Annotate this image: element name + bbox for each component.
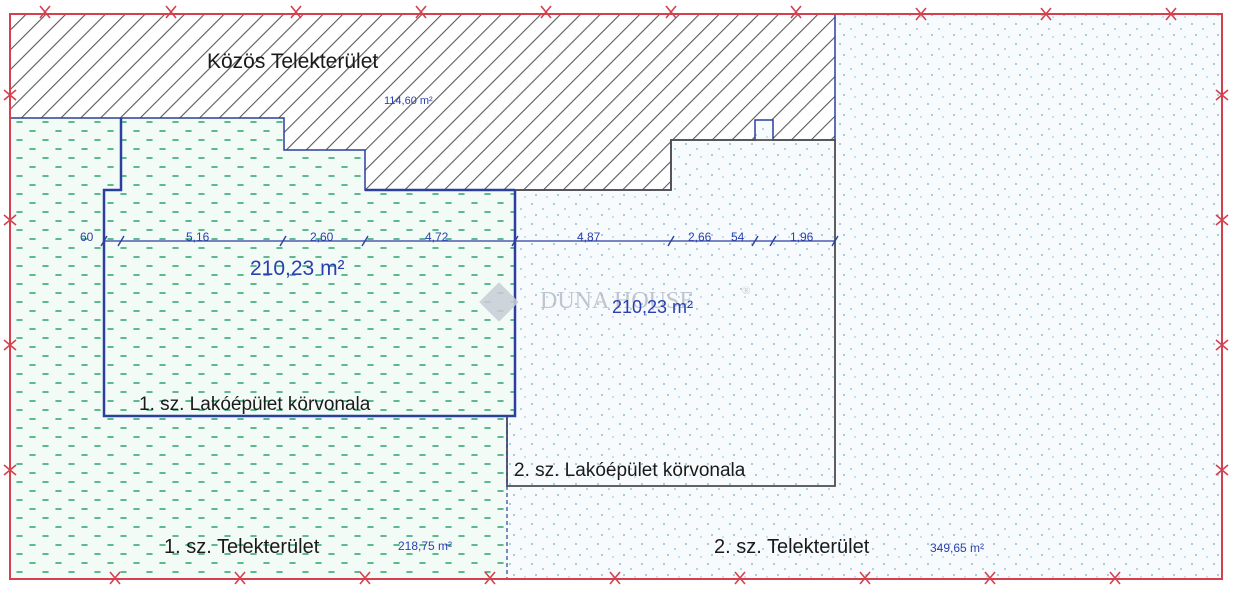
plot-2-label: 2. sz. Telekterület bbox=[714, 536, 870, 558]
dimension-ticks bbox=[100, 235, 839, 247]
building-1-label: 1. sz. Lakóépület körvonala bbox=[139, 394, 371, 415]
watermark-logo bbox=[479, 282, 519, 322]
building-1-outline bbox=[102, 118, 517, 418]
plot-1-area bbox=[10, 118, 515, 579]
plot-1-area-value: 218,75 m² bbox=[398, 539, 452, 553]
boundary-markers bbox=[3, 5, 1229, 585]
building-1-area: 210,23 m² bbox=[250, 257, 345, 280]
dimension-value-5: 4,87 bbox=[577, 230, 601, 244]
plot-2-area-value: 349,65 m² bbox=[930, 541, 984, 555]
dimension-value-7: 54 bbox=[731, 230, 745, 244]
dimension-value-6: 2,66 bbox=[688, 230, 712, 244]
plot-1-label: 1. sz. Telekterület bbox=[164, 536, 320, 558]
building-2-label: 2. sz. Lakóépület körvonala bbox=[514, 460, 746, 481]
dimension-value-2: 5,16 bbox=[186, 230, 210, 244]
dimension-value-4: 4,72 bbox=[425, 230, 449, 244]
building-2-area: 210,23 m² bbox=[612, 297, 693, 317]
common-plot-label: Közös Telekterület bbox=[207, 50, 378, 73]
common-plot-area-value: 114,60 m² bbox=[384, 95, 433, 107]
dimension-value-8: 1,96 bbox=[790, 230, 814, 244]
watermark: DUNA HOUSE ® bbox=[479, 282, 750, 322]
watermark-registered: ® bbox=[742, 285, 750, 297]
watermark-text: DUNA HOUSE bbox=[540, 288, 694, 314]
dimension-value-1: 60 bbox=[80, 230, 94, 244]
dimension-value-3: 2,60 bbox=[310, 230, 334, 244]
